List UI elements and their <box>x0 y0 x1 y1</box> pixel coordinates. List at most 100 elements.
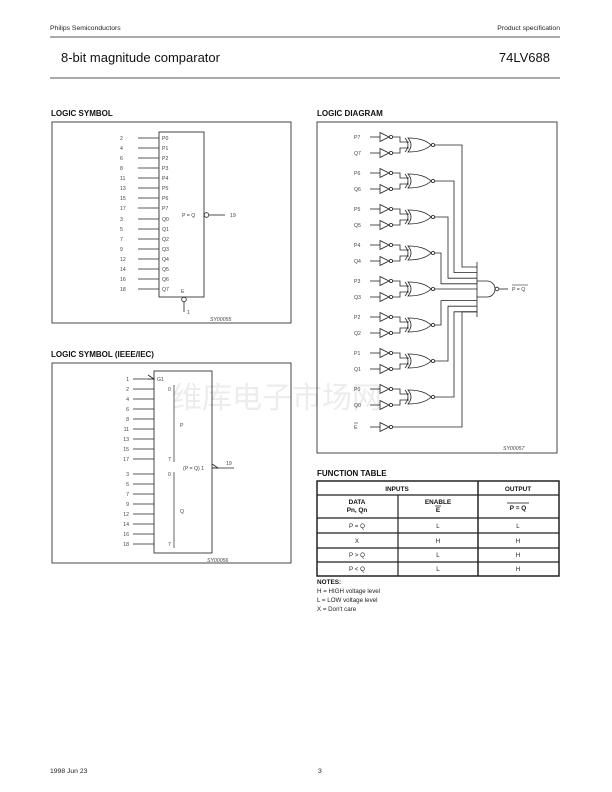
logic-diagram: SY00057 P7Q7P6Q6P5Q5P4Q4P3Q3P2Q2P1Q1P0Q0… <box>316 121 558 454</box>
function-table-title: FUNCTION TABLE <box>317 469 387 478</box>
pin-number: 8 <box>120 166 123 172</box>
pin-number: 12 <box>123 512 129 518</box>
table-cell: H <box>516 538 520 545</box>
ieee-p-label: P <box>180 423 184 429</box>
pin-number: 5 <box>126 482 129 488</box>
inverter-icon <box>379 327 390 339</box>
inverter-icon <box>379 203 390 215</box>
p-bit-start: 0 <box>168 387 171 393</box>
inverter-bubble <box>388 186 393 191</box>
diagram-output-label: P = Q <box>512 287 525 293</box>
output-bubble <box>203 212 210 218</box>
header-enable: ENABLE <box>425 499 452 506</box>
note: H = HIGH voltage level <box>317 588 380 595</box>
ieee-code: SY00056 <box>207 558 228 564</box>
inverter-bubble <box>388 242 393 247</box>
pin-number: 2 <box>120 136 123 142</box>
diagram-input-label: Q1 <box>354 367 361 373</box>
pin-label: P4 <box>162 176 168 182</box>
ieee-dynamic-indicator <box>147 374 156 380</box>
header-inputs: INPUTS <box>385 486 409 493</box>
inverter-icon <box>379 399 390 411</box>
inverter-icon <box>379 147 390 159</box>
nand-gate-icon <box>477 280 496 298</box>
table-cell: X <box>355 538 359 545</box>
pin-number: 2 <box>126 387 129 393</box>
header-output: OUTPUT <box>505 486 531 493</box>
pin-number: 13 <box>123 437 129 443</box>
diagram-input-label: Q5 <box>354 223 361 229</box>
ieee-negation-indicator <box>211 463 220 469</box>
pin-label: Q1 <box>162 227 169 233</box>
pin-label: Q3 <box>162 247 169 253</box>
xnor-bubble <box>430 142 435 147</box>
pin-number: 16 <box>120 277 126 283</box>
table-cell: H <box>436 538 440 545</box>
ieee-output-pin: 19 <box>226 461 232 467</box>
inverter-bubble <box>388 294 393 299</box>
wire <box>435 180 477 273</box>
pin-label: Q4 <box>162 257 169 263</box>
wire <box>393 244 409 262</box>
table-cell: L <box>436 523 440 530</box>
diagram-input-label: P1 <box>354 351 360 357</box>
inverter-bubble <box>388 330 393 335</box>
pin-number: 11 <box>124 427 129 433</box>
wire <box>435 216 477 279</box>
pin-number: 1 <box>126 377 129 383</box>
wire <box>393 388 409 406</box>
inverter-icon <box>379 255 390 267</box>
diagram-input-label: P4 <box>354 243 360 249</box>
table-cell: L <box>436 566 440 573</box>
inverter-bubble <box>388 222 393 227</box>
wire <box>435 144 477 268</box>
diagram-input-label: P5 <box>354 207 360 213</box>
note: X = Don't care <box>317 606 357 613</box>
q-bit-start: 0 <box>168 472 171 478</box>
logic-symbol-frame <box>51 121 292 324</box>
pin-number: 6 <box>120 156 123 162</box>
diagram-input-label: P2 <box>354 315 360 321</box>
inverter-icon <box>379 275 390 287</box>
xnor-gate-icon <box>404 353 432 369</box>
inverter-bubble <box>388 350 393 355</box>
pin-number: 7 <box>126 492 129 498</box>
logic-symbol-title: LOGIC SYMBOL <box>51 109 113 118</box>
pin-label: Q6 <box>162 277 169 283</box>
enable-bubble <box>181 296 187 303</box>
diagram-input-label: Q6 <box>354 187 361 193</box>
inverter-bubble <box>388 170 393 175</box>
pin-number: 11 <box>120 176 125 182</box>
diagram-input-label: Q4 <box>354 259 361 265</box>
inverter-icon <box>379 347 390 359</box>
table-cell: P < Q <box>349 566 365 573</box>
inverter-icon <box>379 183 390 195</box>
table-cell: L <box>436 552 440 559</box>
pin-number: 18 <box>120 287 126 293</box>
wire <box>393 352 409 370</box>
pin-label: Q2 <box>162 237 169 243</box>
header-pn-qn: Pn, Qn <box>347 507 368 514</box>
pin-number: 5 <box>120 227 123 233</box>
pin-number: 14 <box>120 267 126 273</box>
xnor-bubble <box>430 214 435 219</box>
pin-number: 13 <box>120 186 126 192</box>
pin-label: P7 <box>162 206 168 212</box>
inverter-bubble <box>388 258 393 263</box>
xnor-bubble <box>430 322 435 327</box>
xnor-gate-icon <box>404 317 432 333</box>
ls-code: SY00055 <box>210 317 231 323</box>
pin-number: 9 <box>126 502 129 508</box>
pin-label: Q7 <box>162 287 169 293</box>
pin-label: P2 <box>162 156 168 162</box>
pin-number: 3 <box>126 472 129 478</box>
ieee-g1: G1 <box>157 377 164 383</box>
ls-enable-pin: 1 <box>187 310 190 316</box>
pin-number: 17 <box>123 457 129 463</box>
xnor-gate-icon <box>404 137 432 153</box>
xnor-gate-icon <box>404 209 432 225</box>
wire <box>393 311 477 428</box>
page-number: 3 <box>318 768 322 775</box>
q-bit-end: 7 <box>168 542 171 548</box>
